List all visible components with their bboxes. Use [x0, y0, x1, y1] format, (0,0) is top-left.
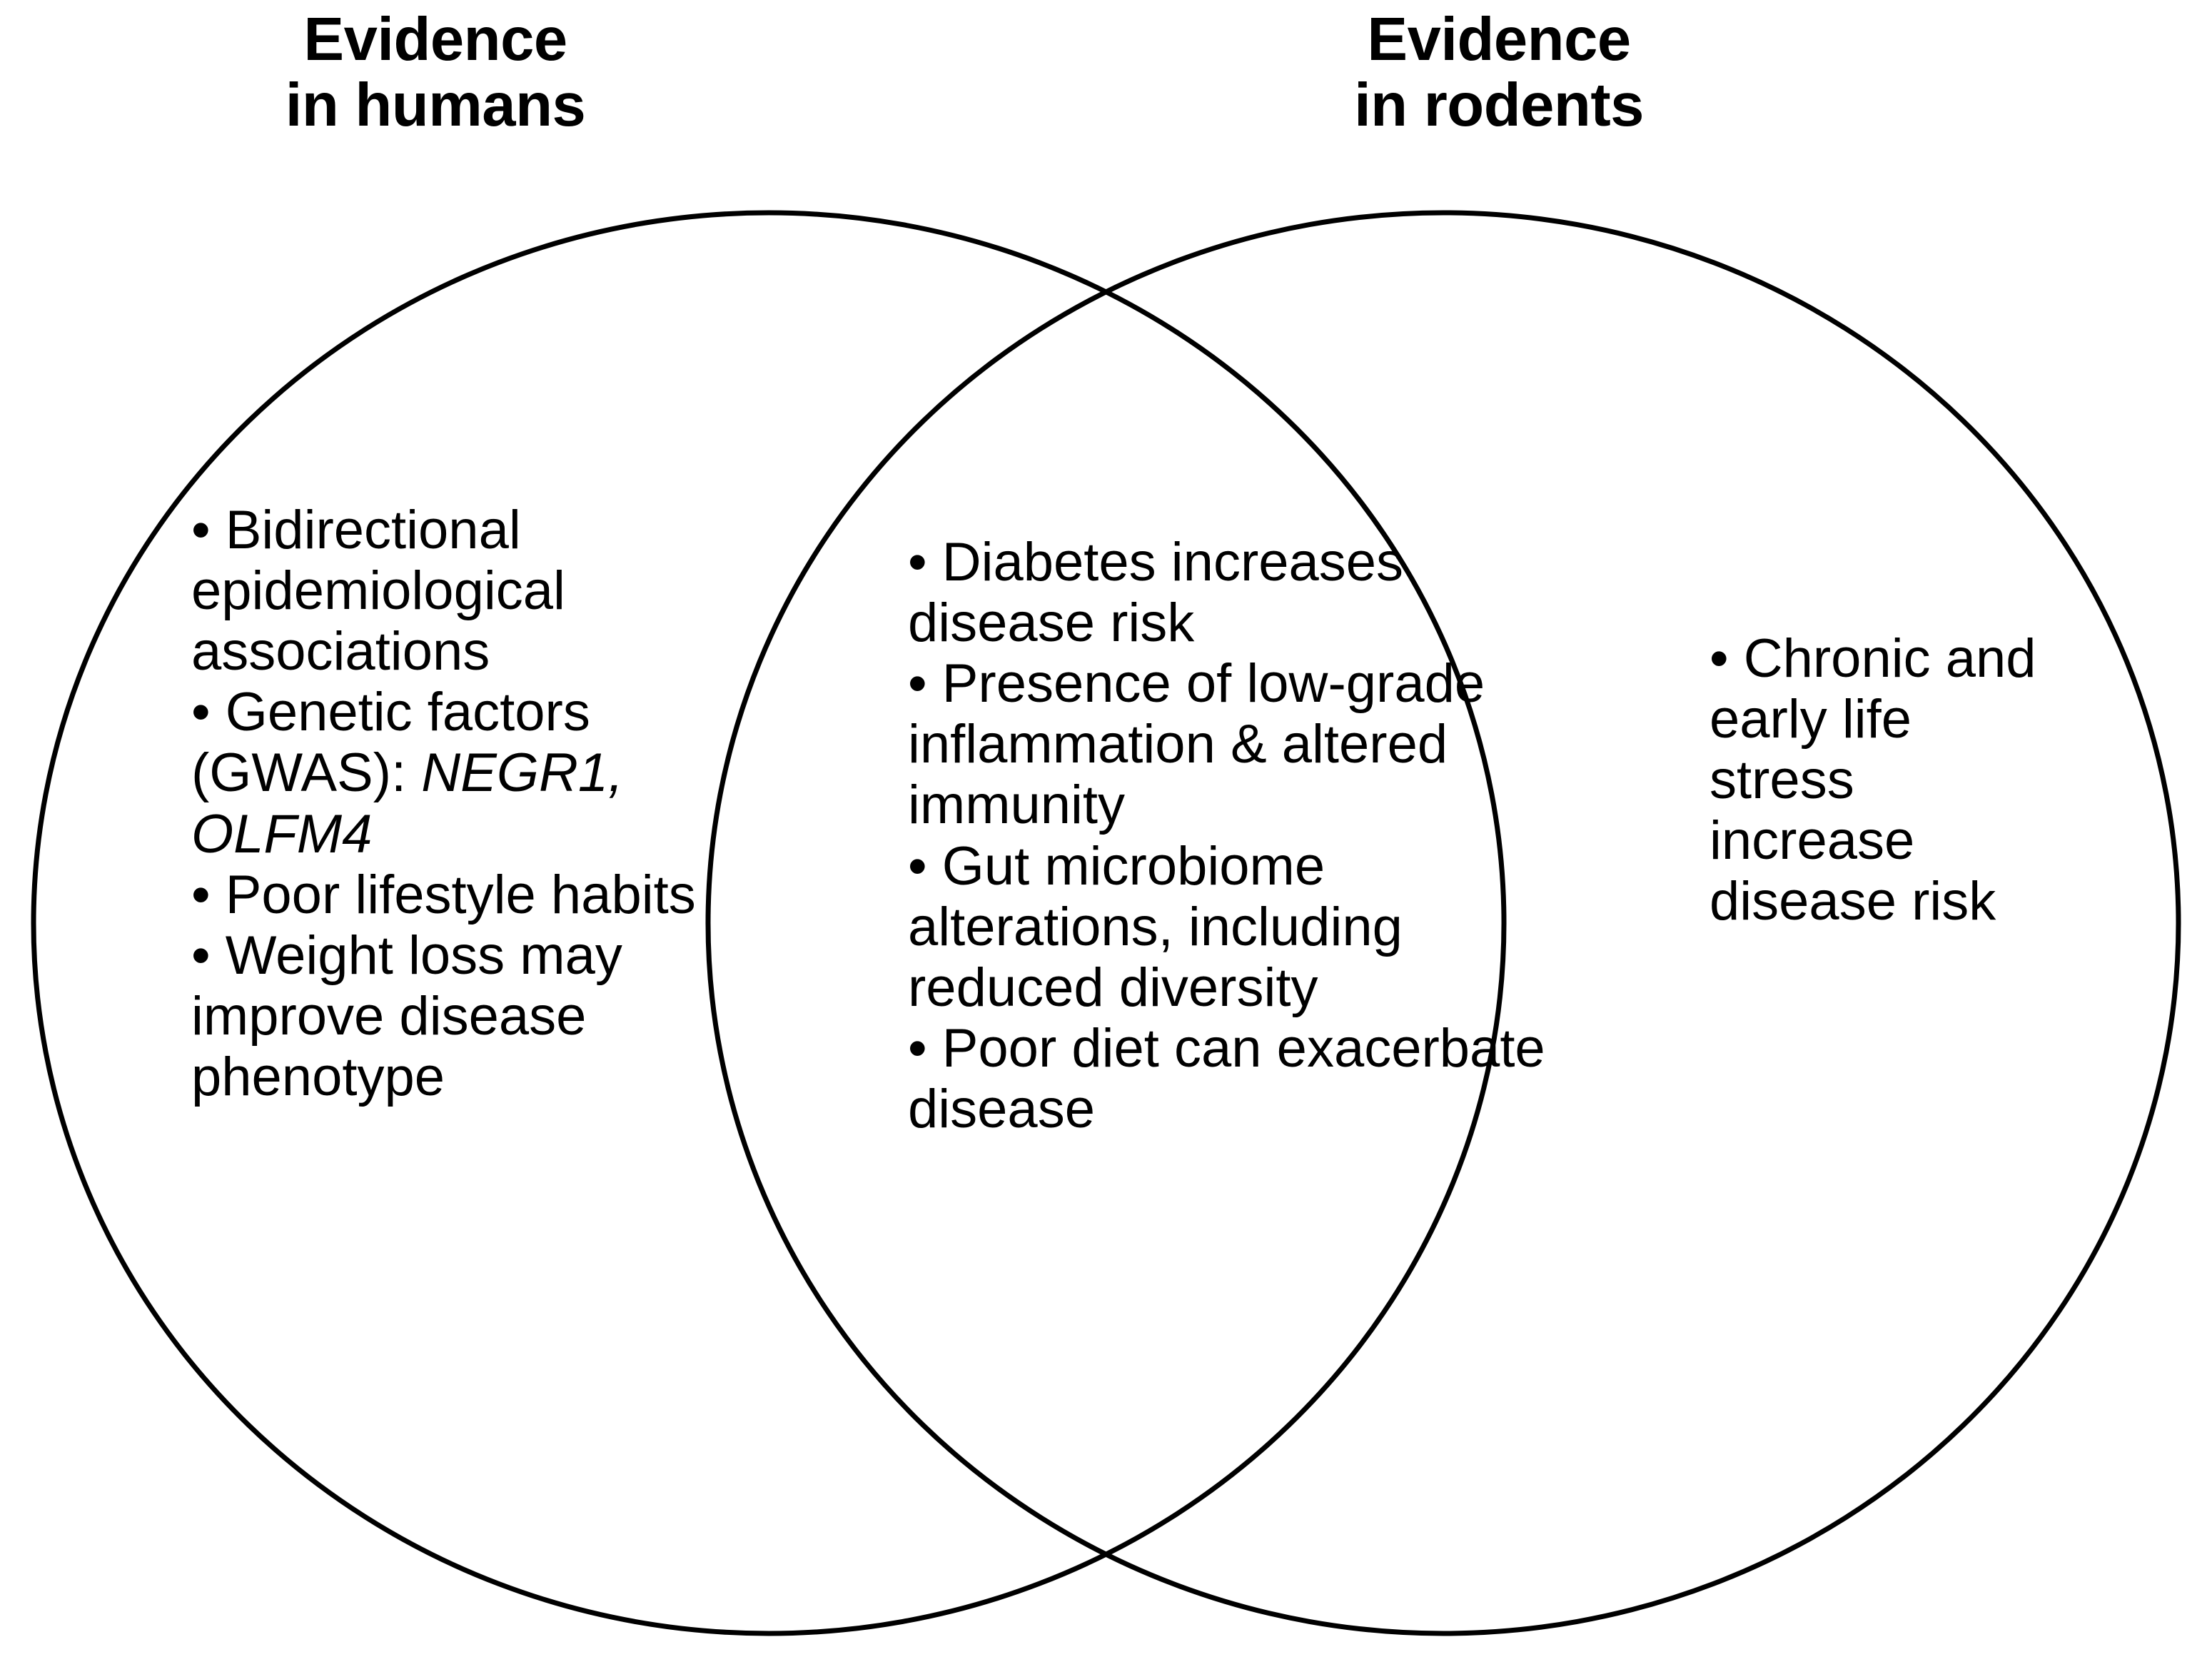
- list-item: • Poor diet can exacerbate disease: [908, 1017, 1545, 1139]
- list-item: • Presence of low-grade inflammation & a…: [908, 653, 1485, 836]
- right-only-region-text: • Chronic and early life stress increase…: [1709, 628, 2052, 932]
- list-item: • Poor lifestyle habits: [191, 864, 696, 925]
- list-item: • Diabetes increases disease risk: [908, 532, 1404, 654]
- list-item-prefix: • Genetic factors (GWAS):: [191, 682, 590, 804]
- list-item: • Gut microbiome alterations, including …: [908, 835, 1403, 1018]
- left-set-circle: [31, 210, 1507, 1636]
- left-only-region-text: • Bidirectional epidemiological associat…: [191, 500, 755, 1107]
- gene-names: NEGR1, OLFM4: [191, 742, 624, 865]
- list-item: • Genetic factors (GWAS): NEGR1, OLFM4: [191, 682, 755, 864]
- list-item: • Chronic and early life stress increase…: [1709, 628, 2036, 932]
- list-item: • Weight loss may improve disease phenot…: [191, 925, 622, 1107]
- right-set-title: Evidence in rodents: [1354, 6, 1644, 139]
- right-set-circle: [705, 210, 2181, 1636]
- left-set-title: Evidence in humans: [285, 6, 586, 139]
- list-item: • Bidirectional epidemiological associat…: [191, 500, 565, 683]
- intersection-region-text: • Diabetes increases disease risk • Pres…: [908, 532, 1575, 1139]
